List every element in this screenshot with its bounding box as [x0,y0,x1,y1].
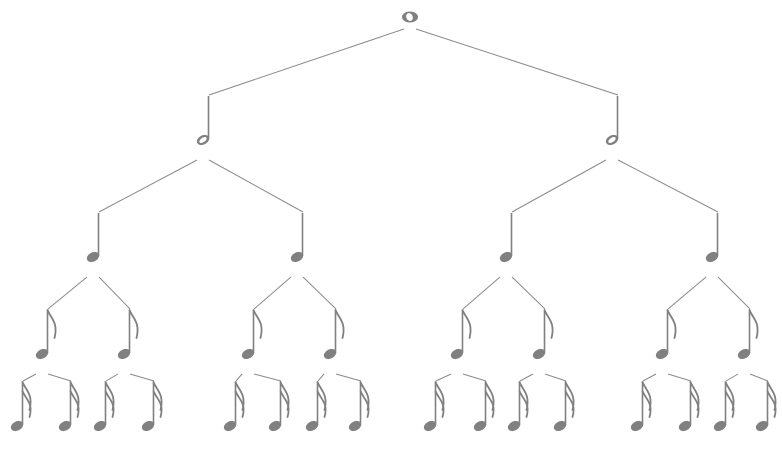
tree-edge [667,373,692,382]
tree-edge [667,276,707,310]
eighth-note-icon [450,309,472,360]
quarter-note-icon [705,213,719,263]
sixteenth-note-icon [423,381,445,432]
tree-edge [462,276,501,310]
sixteenth-note-icon [305,381,327,432]
sixteenth-note-icon [223,381,245,432]
eighth-note-icon [117,309,139,360]
tree-notes [10,11,777,432]
tree-edge [435,373,452,382]
quarter-note-icon [290,213,304,263]
sixteenth-note-icon [553,381,575,432]
tree-edge [749,373,769,382]
sixteenth-note-icon [507,381,529,432]
sixteenth-note-icon [348,381,370,432]
tree-edge [519,373,534,382]
tree-edge [511,276,546,310]
tree-edge [335,373,362,382]
eighth-note-icon [241,309,263,360]
sixteenth-note-icon [93,381,115,432]
sixteenth-note-icon [473,381,495,432]
tree-edge [511,159,607,213]
tree-edge [208,28,405,96]
eighth-note-icon [655,309,677,360]
tree-edge [129,373,155,382]
tree-edge [642,373,657,382]
sixteenth-note-icon [755,381,777,432]
tree-edge [47,276,88,310]
tree-edge [302,276,337,310]
tree-edge [462,373,487,382]
tree-edge [98,159,198,213]
tree-edge [208,159,304,213]
sixteenth-note-icon [10,381,32,432]
sixteenth-note-icon [713,381,735,432]
tree-edge [253,276,292,310]
sixteenth-note-icon [268,381,290,432]
tree-edge [235,373,243,382]
tree-edge [98,276,131,310]
whole-note-icon [402,11,418,23]
tree-edge [317,373,325,382]
sixteenth-note-icon [678,381,700,432]
tree-edges [22,28,769,382]
tree-edge [725,373,739,382]
half-note-icon [605,96,619,146]
quarter-note-icon [499,213,513,263]
tree-edge [617,159,719,213]
quarter-note-icon [86,213,100,263]
sixteenth-note-icon [141,381,163,432]
eighth-note-icon [737,309,759,360]
tree-edge [105,373,119,382]
tree-edge [415,28,619,96]
tree-edge [47,373,72,382]
tree-edge [253,373,282,382]
sixteenth-note-icon [630,381,652,432]
tree-edge [717,276,751,310]
tree-edge [22,373,37,382]
tree-edge [544,373,567,382]
half-note-icon [196,96,210,146]
eighth-note-icon [323,309,345,360]
sixteenth-note-icon [58,381,80,432]
eighth-note-icon [35,309,57,360]
eighth-note-icon [532,309,554,360]
